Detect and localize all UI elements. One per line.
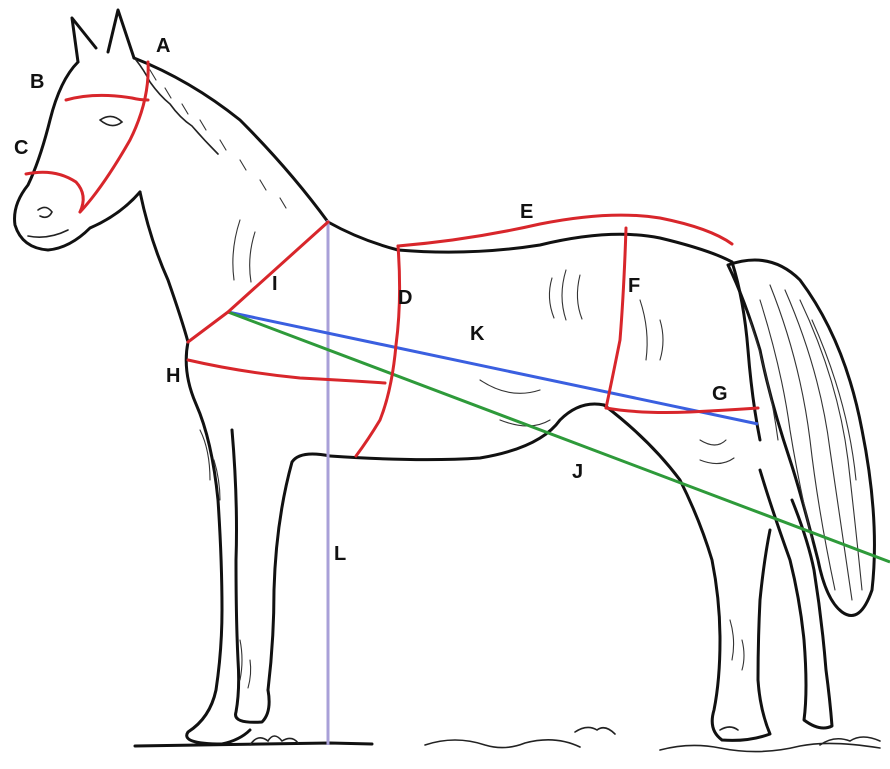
label-g: G [712,383,728,405]
measure-line-h [188,360,385,383]
label-h: H [166,365,180,387]
label-l: L [334,543,346,565]
label-k: K [470,323,485,345]
measure-line-c [26,172,83,212]
measure-line-k [228,312,758,424]
measure-line-b [66,95,148,100]
label-d: D [398,287,412,309]
measure-line-f [606,228,626,408]
measure-line-a [80,62,148,212]
measure-line-d [356,246,400,456]
measure-line-e [398,215,732,246]
label-j: J [572,461,583,483]
letter-labels: A B C D E F G H I J K L [14,35,728,565]
label-f: F [628,275,640,297]
label-i: I [272,273,278,295]
label-e: E [520,201,533,223]
label-a: A [156,35,170,57]
horse-tail [728,260,874,616]
measurement-lines [26,62,890,745]
label-b: B [30,71,44,93]
label-c: C [14,137,28,159]
